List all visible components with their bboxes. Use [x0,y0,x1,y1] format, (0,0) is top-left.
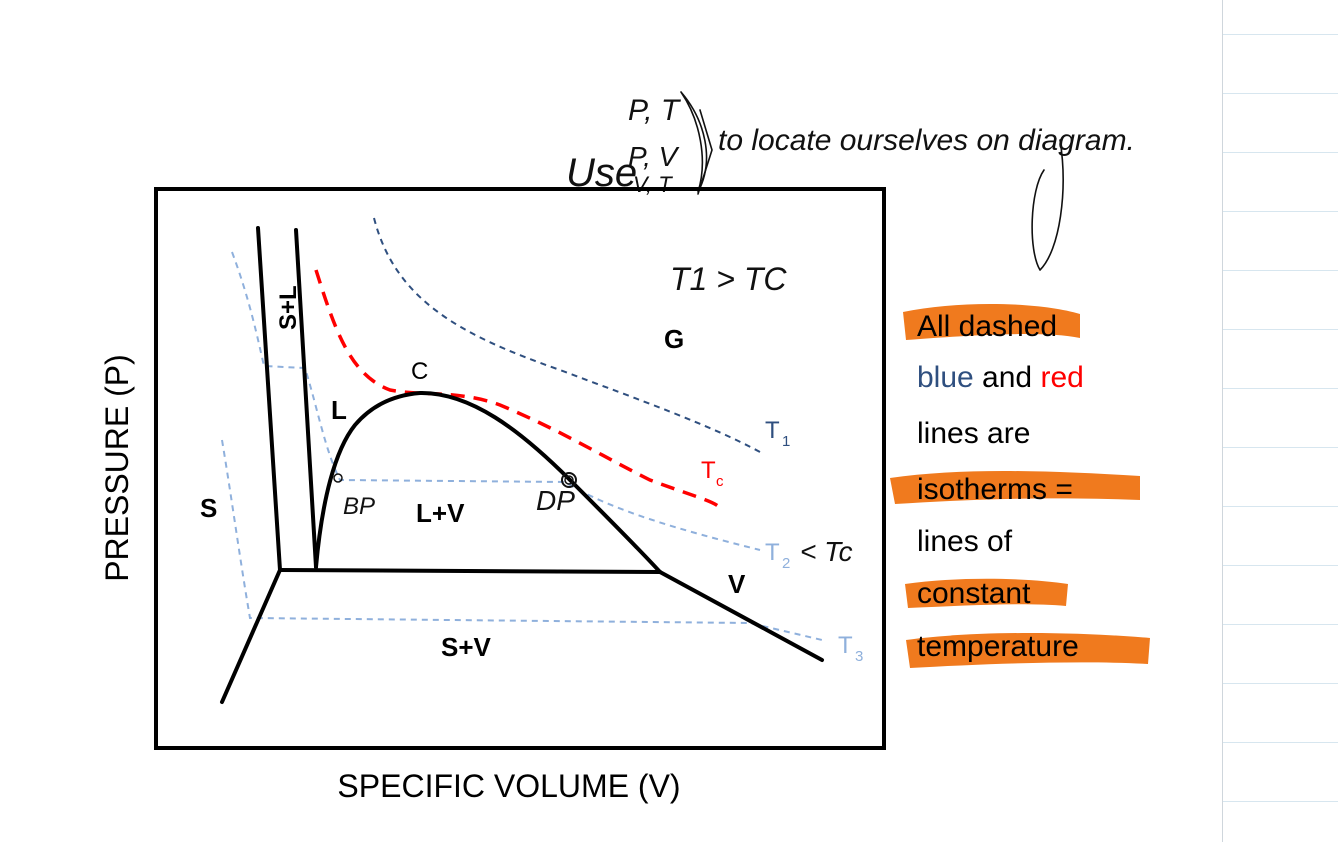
ruled-line [1223,742,1338,743]
region-label-solid-vapor: S+V [441,632,492,662]
highlight-stroke [906,633,1150,668]
saturation-dome [314,390,662,574]
highlight-stroke [890,471,1140,504]
svg-text:T: T [765,417,780,444]
svg-text:T: T [765,539,780,566]
diagram-frame [154,187,886,750]
notebook-side-pane [1222,0,1338,842]
ruled-line [1223,270,1338,271]
note-line-6: constant [917,577,1031,610]
bubble-point-marker [333,473,343,483]
handwritten-bp: BP [343,493,375,520]
note-line-7: temperature [917,630,1079,663]
solid-liquid-boundary-right [294,228,318,569]
brace-stroke [697,109,713,195]
vapor-boundary [658,570,824,662]
highlight-stroke [905,578,1068,608]
solid-liquid-boundary-left [256,226,282,572]
x-axis-label: SPECIFIC VOLUME (V) [337,768,680,804]
svg-text:3: 3 [855,648,863,665]
isotherm-label-t2: T 2 [765,539,790,572]
highlight-stroke [903,303,1080,340]
svg-text:c: c [716,473,724,490]
handwritten-pair-pv: P, V [628,141,680,172]
note-line-1: All dashed [917,310,1057,343]
region-label-liquid: L [331,395,347,425]
handwritten-locate: to locate ourselves on diagram. [718,124,1135,157]
note-line-5: lines of [917,525,1013,558]
isotherm-t2 [231,251,761,551]
isotherm-label-t3: T 3 [838,632,863,665]
handwritten-t2-lt-tc: < Tc [800,536,853,567]
handwritten-pair-vt: V, T [633,172,673,197]
critical-point-label: C [411,358,428,385]
region-label-liquid-vapor: L+V [416,498,465,528]
region-label-vapor: V [728,569,746,599]
ruled-line [1223,506,1338,507]
handwritten-pair-pt: P, T [628,94,682,127]
dew-point-marker-inner [564,475,574,485]
svg-text:2: 2 [782,555,790,572]
ruled-line [1223,683,1338,684]
ruled-line [1223,152,1338,153]
handwritten-use-note: Use P, T P, V V, T to locate ourselves o… [566,91,1135,271]
isotherm-tc [314,269,720,508]
phase-diagram-canvas: Use P, T P, V V, T to locate ourselves o… [99,91,1150,804]
ruled-line [1223,329,1338,330]
ruled-line [1223,447,1338,448]
svg-text:T: T [701,457,716,484]
dew-point-marker [561,472,577,488]
ruled-line [1223,624,1338,625]
note-line-3: lines are [917,417,1030,450]
region-label-gas: G [664,324,684,354]
svg-text:1: 1 [782,433,790,450]
handwritten-t1-gt-tc: T1 > TC [670,261,787,297]
ruled-line [1223,34,1338,35]
isotherm-label-t1: T 1 [765,417,790,450]
isotherm-note: All dashed blue and red lines are isothe… [890,303,1150,668]
ruled-line [1223,211,1338,212]
isotherm-t3 [221,439,823,641]
ruled-line [1223,93,1338,94]
svg-text:T: T [838,632,853,659]
isotherm-label-tc: T c [701,457,724,490]
y-axis-label: PRESSURE (P) [99,354,135,582]
sublimation-curve [220,568,282,704]
region-label-solid-liquid: S+L [275,285,302,330]
note-line-2: blue and red [917,361,1084,394]
triple-line [278,568,662,574]
ruled-line [1223,801,1338,802]
handwritten-dp: DP [536,485,575,516]
handwritten-loop [1031,139,1064,271]
ruled-line [1223,565,1338,566]
note-line-4: isotherms = [917,473,1073,506]
isotherm-t1 [373,217,761,453]
ruled-line [1223,388,1338,389]
region-label-solid: S [200,493,217,523]
